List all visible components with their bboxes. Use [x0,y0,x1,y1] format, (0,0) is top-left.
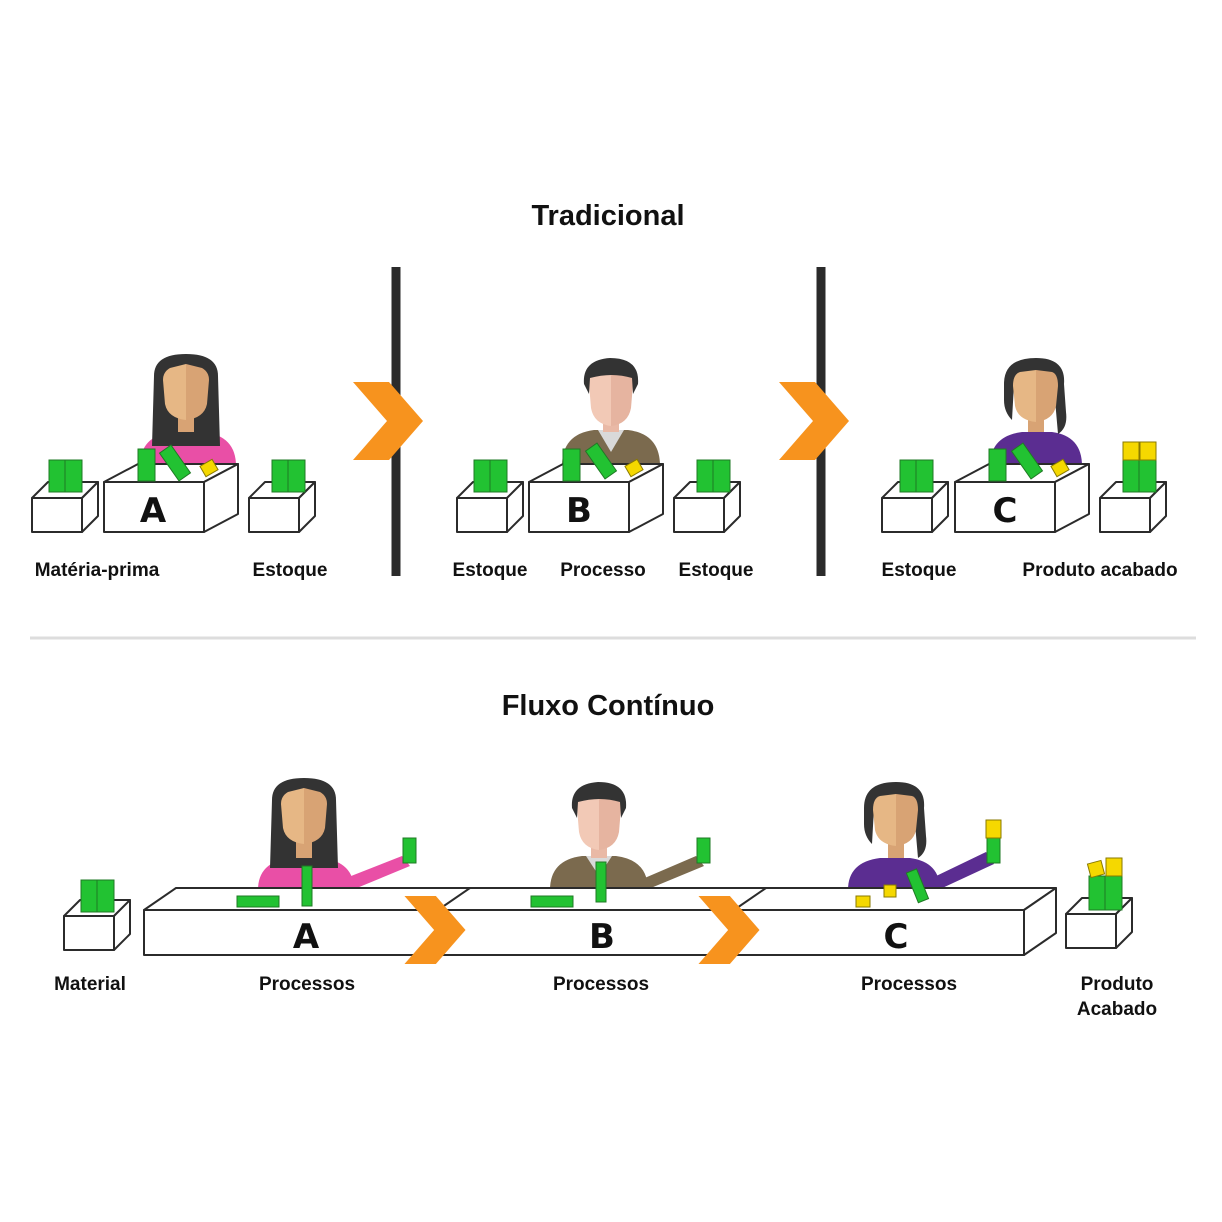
worker-c-woman [990,358,1082,466]
station-letter: A [293,917,320,957]
station-letter: A [140,491,167,531]
worker-b-man [562,358,660,466]
caption-finished-product: Produto acabado [1022,560,1177,581]
part-piece [1122,441,1140,461]
part-piece [855,895,871,908]
caption-stock: Estoque [453,560,528,581]
worker-a-woman [258,778,410,890]
caption-stock: Estoque [882,560,957,581]
caption-process: Processo [560,560,646,581]
part-piece [1139,441,1157,461]
caption-processes: Processos [259,974,355,995]
flow-arrow-icon [779,382,849,460]
material-block [301,865,313,907]
station-letter: C [993,491,1018,531]
material-block [1010,442,1044,480]
station-letter: B [589,917,615,957]
station-letter: B [566,491,592,531]
part-piece [883,884,897,898]
continuous-title: Fluxo Contínuo [502,690,715,722]
caption-raw-material: Matéria-prima [35,560,160,581]
material-block [584,442,618,480]
part-piece [199,458,219,478]
part-piece [1050,458,1070,478]
caption-processes: Processos [553,974,649,995]
flow-arrow-icon [353,382,423,460]
material-block [986,837,1001,864]
caption-processes: Processos [861,974,957,995]
material-block [530,895,574,908]
caption-finished-product: Produto [1081,974,1154,995]
workstation-a [103,463,239,533]
workstation-c [954,463,1090,533]
caption-material: Material [54,974,126,995]
station-letter: C [884,917,909,957]
part-piece [985,819,1002,839]
material-block [158,444,192,482]
material-block [137,448,156,482]
part-piece [1105,857,1123,877]
material-block [562,448,581,482]
caption-stock: Estoque [679,560,754,581]
caption-finished-product: Acabado [1077,999,1157,1020]
material-block [236,895,280,908]
material-block [595,861,607,903]
material-block [905,868,930,904]
worker-b-man [550,782,704,890]
material-block [402,837,417,864]
worker-c-woman [848,782,994,890]
material-block [988,448,1007,482]
part-piece [1086,859,1106,879]
material-block [696,837,711,864]
traditional-title: Tradicional [531,200,684,232]
workstation-b [528,463,664,533]
caption-stock: Estoque [253,560,328,581]
part-piece [624,458,644,478]
